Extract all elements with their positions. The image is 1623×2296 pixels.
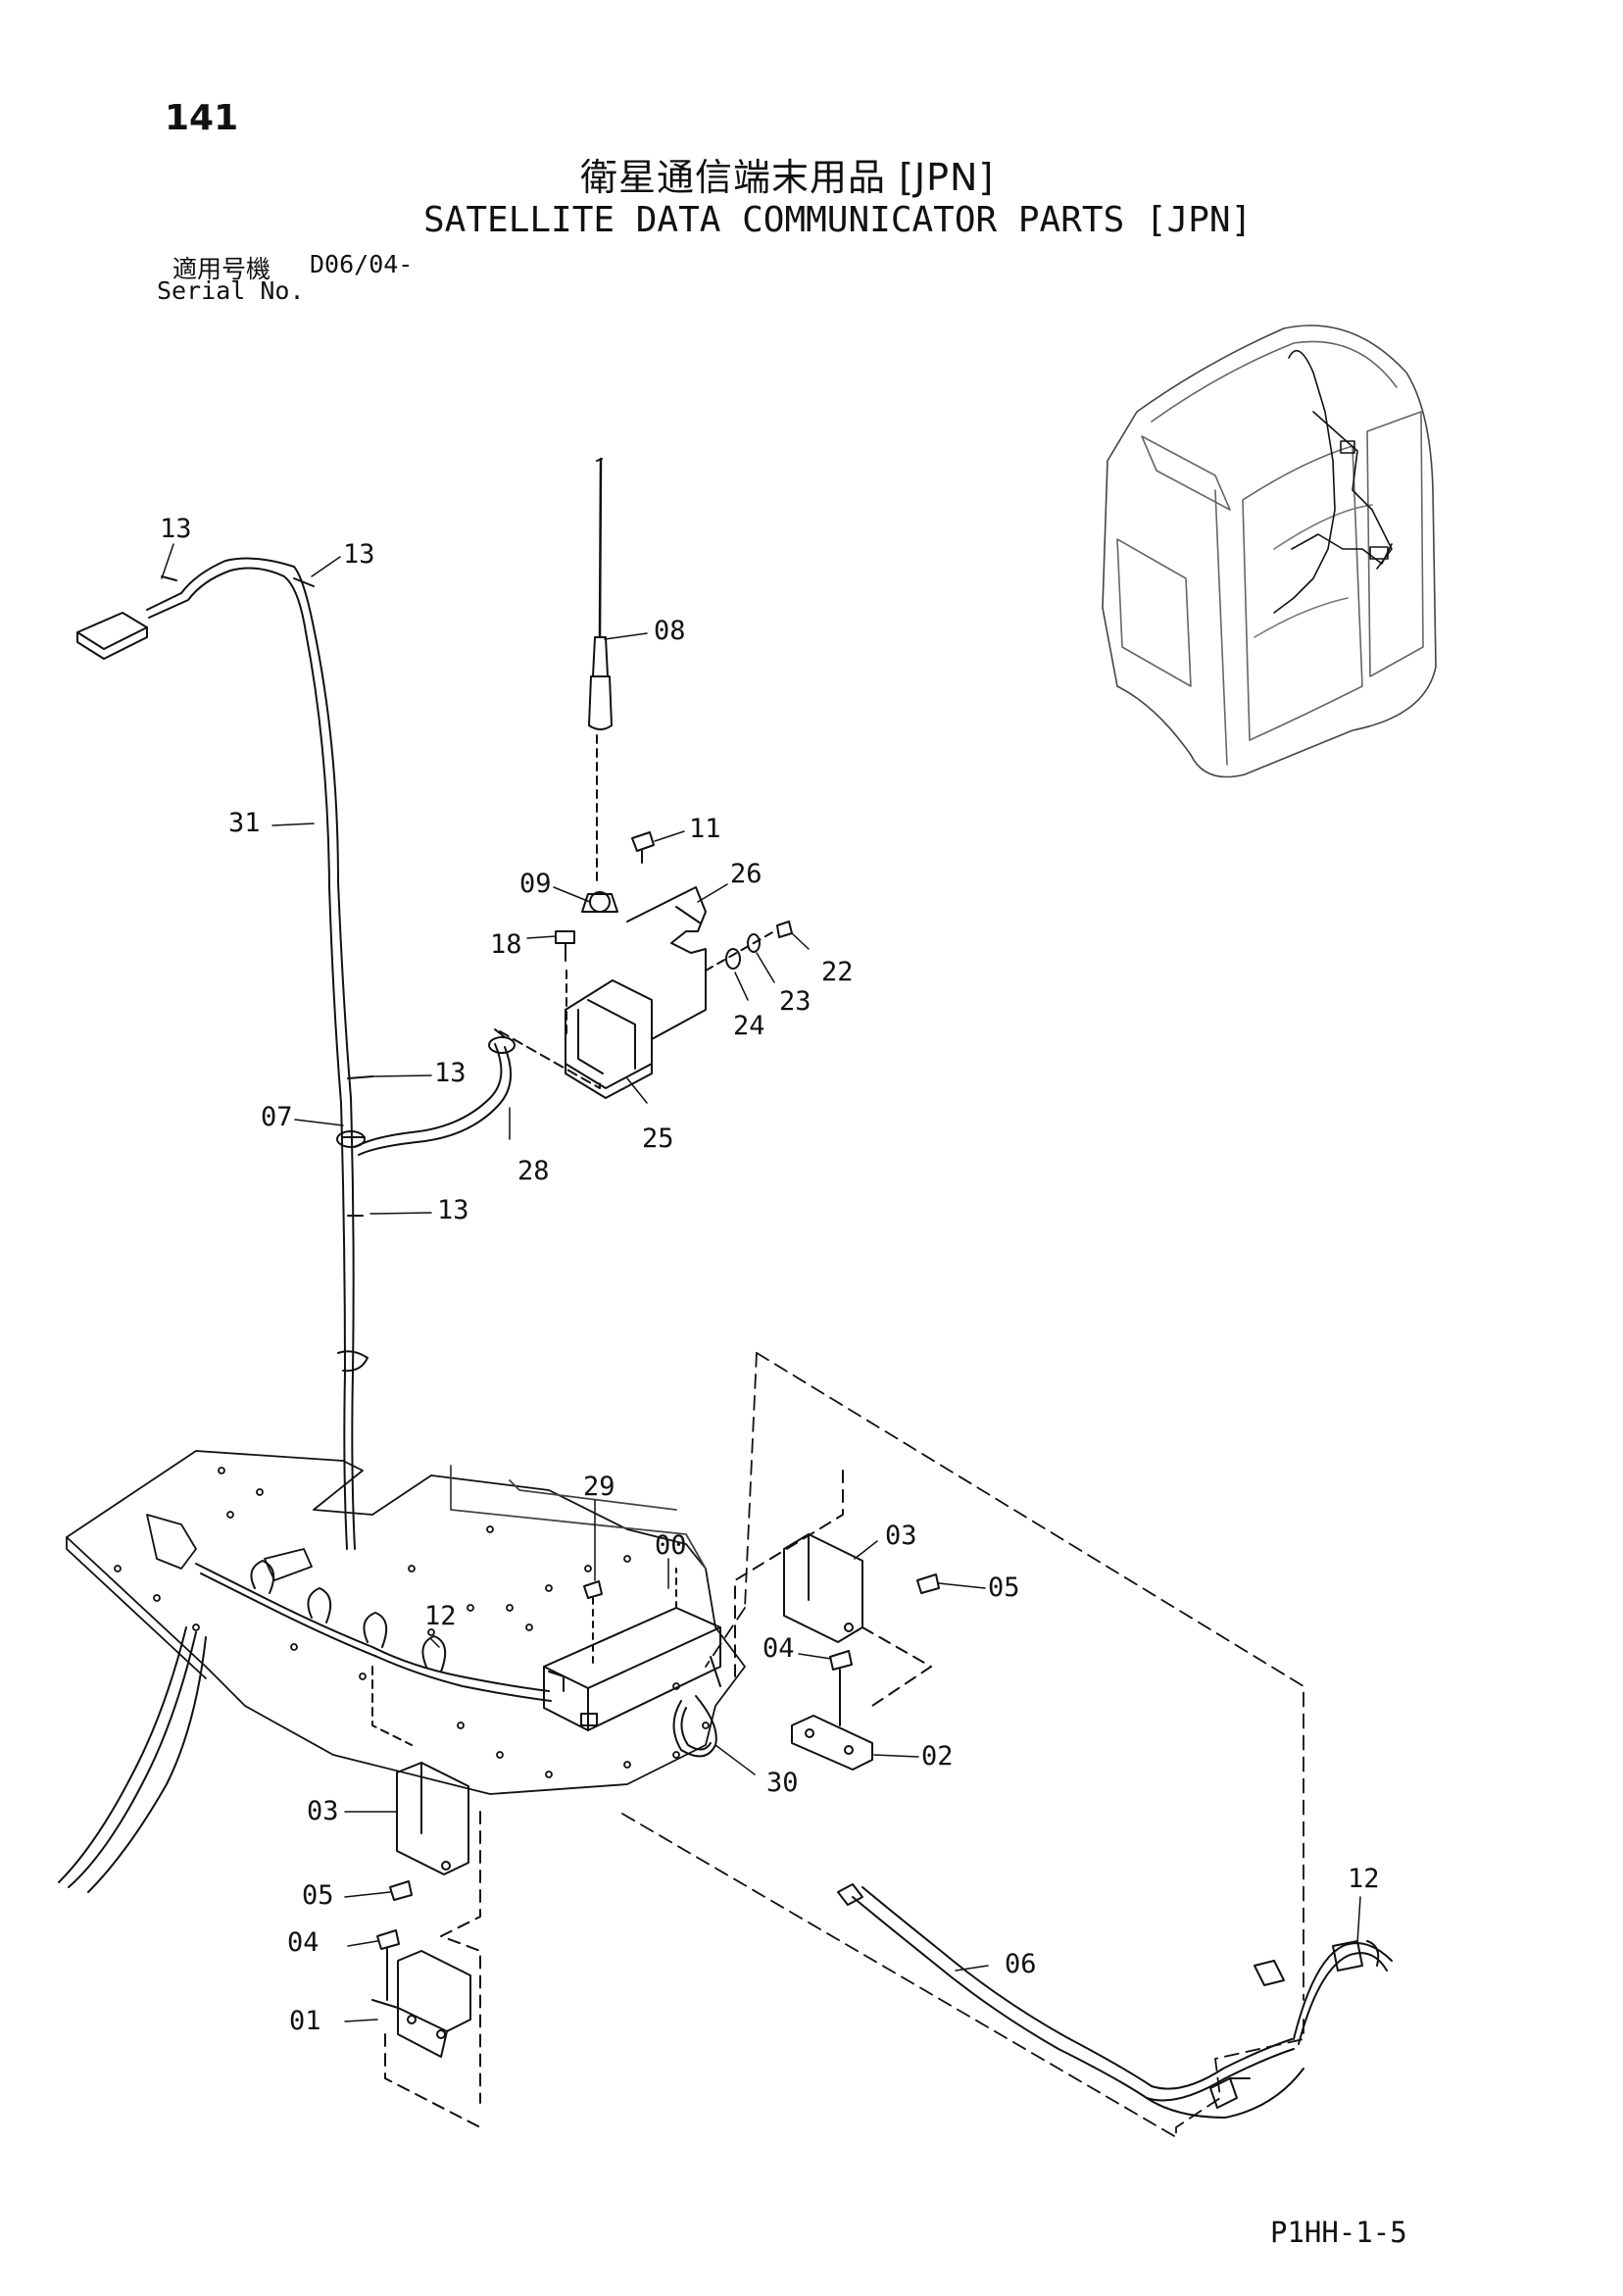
bracket-left <box>371 1762 481 2128</box>
title-japanese: 衛星通信端末用品 [JPN] <box>580 156 995 199</box>
callout-25: 25 <box>642 1123 674 1154</box>
base-plate <box>66 1450 746 1795</box>
antenna-assembly <box>581 457 618 913</box>
bracket-right <box>734 1470 940 1771</box>
leader-lines <box>161 543 1361 2022</box>
communicator-controller <box>543 1568 721 1731</box>
callout-05: 05 <box>302 1880 334 1911</box>
serial-code: D06/04- <box>310 250 414 278</box>
callout-23: 23 <box>779 986 812 1017</box>
callout-12: 12 <box>1348 1864 1380 1894</box>
callout-00: 00 <box>655 1530 687 1561</box>
dashed-leader-frame <box>621 1352 1304 2138</box>
page-number: 141 <box>165 98 239 138</box>
fasteners-antenna <box>555 831 793 1040</box>
callout-18: 18 <box>490 929 522 960</box>
callout-11: 11 <box>689 814 721 844</box>
callout-03: 03 <box>307 1796 339 1826</box>
callout-03: 03 <box>885 1521 917 1551</box>
callout-09: 09 <box>519 869 552 899</box>
callout-01: 01 <box>289 2006 321 2036</box>
callout-07: 07 <box>261 1102 293 1132</box>
callout-04: 04 <box>287 1927 320 1958</box>
callout-24: 24 <box>733 1011 765 1041</box>
callout-13: 13 <box>437 1195 469 1225</box>
callout-04: 04 <box>762 1633 795 1664</box>
gps-antenna-cable <box>76 557 373 1550</box>
callout-02: 02 <box>921 1741 954 1772</box>
callout-05: 05 <box>988 1572 1020 1603</box>
callout-08: 08 <box>654 616 686 646</box>
serial-label-japanese: 適用号機 <box>172 255 271 283</box>
callout-13: 13 <box>343 539 375 570</box>
title-english: SATELLITE DATA COMMUNICATOR PARTS [JPN] <box>423 200 1253 240</box>
callout-28: 28 <box>517 1156 550 1186</box>
callout-29: 29 <box>583 1472 615 1502</box>
callout-13: 13 <box>160 514 192 544</box>
callout-31: 31 <box>228 808 261 838</box>
antenna-cable <box>354 1028 516 1156</box>
callout-30: 30 <box>766 1768 799 1798</box>
cab-inset-illustration <box>1102 324 1437 778</box>
sub-harness <box>837 1883 1393 2119</box>
antenna-bracket <box>499 886 707 1099</box>
callout-26: 26 <box>730 859 762 889</box>
main-harness <box>58 1560 552 1893</box>
document-code: P1HH-1-5 <box>1270 2216 1407 2249</box>
serial-label-english: Serial No. <box>157 276 305 305</box>
callout-13: 13 <box>434 1058 467 1088</box>
callout-22: 22 <box>821 957 854 987</box>
callout-06: 06 <box>1005 1949 1037 1979</box>
cable-tie <box>672 1695 717 1758</box>
callout-labels: 13 13 08 31 11 26 09 18 22 23 24 13 25 0… <box>160 514 1380 2036</box>
callout-12: 12 <box>424 1601 457 1631</box>
